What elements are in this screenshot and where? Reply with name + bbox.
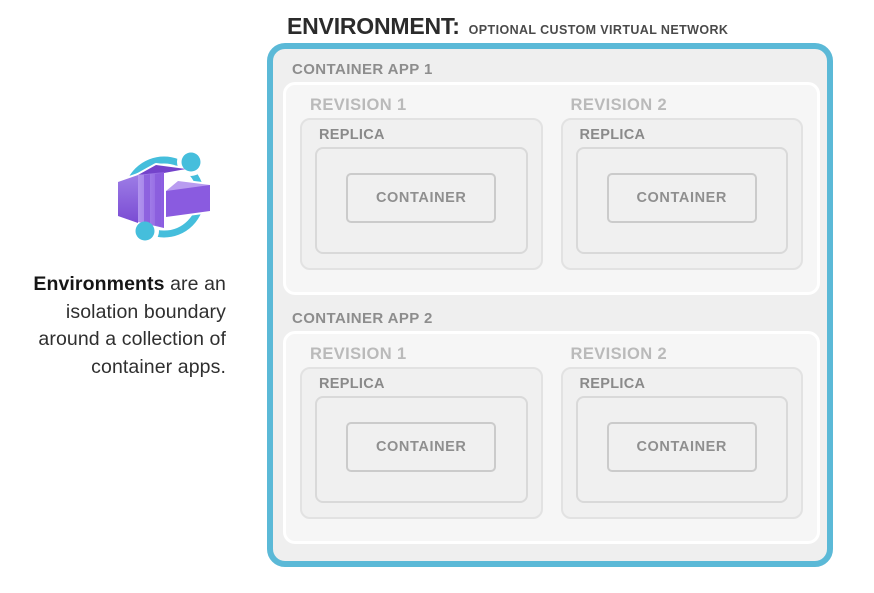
replica-label: REPLICA <box>319 376 385 392</box>
pod-box: CONTAINER <box>575 396 788 503</box>
pod-box: CONTAINER <box>575 147 788 254</box>
cube-door <box>155 173 161 227</box>
cube-group <box>118 165 210 228</box>
container-app-2-label: CONTAINER APP 2 <box>292 310 433 327</box>
environment-title-main: ENVIRONMENT: <box>287 13 460 39</box>
revision-column: REVISION 1 REPLICA CONTAINER <box>300 334 543 541</box>
container-apps-icon <box>116 148 212 243</box>
revision-column: REVISION 1 REPLICA CONTAINER <box>300 85 543 292</box>
environment-box: CONTAINER APP 1 REVISION 1 REPLICA CONTA… <box>267 43 833 567</box>
caption-lead: Environments <box>33 273 165 295</box>
container-box: CONTAINER <box>606 173 757 223</box>
orbit-dot-bottom <box>135 221 155 241</box>
environment-title: ENVIRONMENT: OPTIONAL CUSTOM VIRTUAL NET… <box>287 13 728 40</box>
app2-revision-1-label: REVISION 1 <box>310 345 407 363</box>
container-box: CONTAINER <box>606 422 757 472</box>
pod-box: CONTAINER <box>315 396 528 503</box>
app2-revision-2-replica-box: REPLICA CONTAINER <box>560 367 803 519</box>
container-box: CONTAINER <box>346 422 497 472</box>
environment-caption: Environments are an isolation boundary a… <box>12 271 226 381</box>
replica-label: REPLICA <box>579 127 646 143</box>
environment-title-sub: OPTIONAL CUSTOM VIRTUAL NETWORK <box>468 23 729 37</box>
revision-column: REVISION 2 REPLICA CONTAINER <box>560 85 803 292</box>
app1-revision-2-label: REVISION 2 <box>570 96 668 114</box>
container-app-1-label: CONTAINER APP 1 <box>292 61 433 78</box>
container-box: CONTAINER <box>346 173 497 223</box>
caption-line1-rest: are an <box>164 273 226 295</box>
app1-revision-1-label: REVISION 1 <box>310 96 407 114</box>
cube-lid <box>138 165 186 175</box>
replica-label: REPLICA <box>319 127 385 143</box>
caption-line: Environments are an <box>12 271 226 299</box>
container-app-2-box: REVISION 1 REPLICA CONTAINER REVISION 2 … <box>283 331 820 544</box>
container-app-1-box: REVISION 1 REPLICA CONTAINER REVISION 2 … <box>283 82 820 295</box>
orbit-dot-top <box>181 152 201 172</box>
caption-line: isolation boundary <box>65 300 226 323</box>
app1-revision-2-replica-box: REPLICA CONTAINER <box>560 118 803 270</box>
caption-line: around a collection of <box>38 328 226 350</box>
app1-revision-1-replica-box: REPLICA CONTAINER <box>300 118 543 270</box>
pod-box: CONTAINER <box>315 147 528 254</box>
cube-right-face <box>166 185 210 217</box>
caption-line: container apps. <box>91 355 226 378</box>
app2-revision-2-label: REVISION 2 <box>570 345 668 363</box>
revision-column: REVISION 2 REPLICA CONTAINER <box>560 334 803 541</box>
cube-left-face <box>118 175 138 223</box>
app2-revision-1-replica-box: REPLICA CONTAINER <box>300 367 543 519</box>
replica-label: REPLICA <box>579 376 646 392</box>
cube-door <box>144 174 150 225</box>
